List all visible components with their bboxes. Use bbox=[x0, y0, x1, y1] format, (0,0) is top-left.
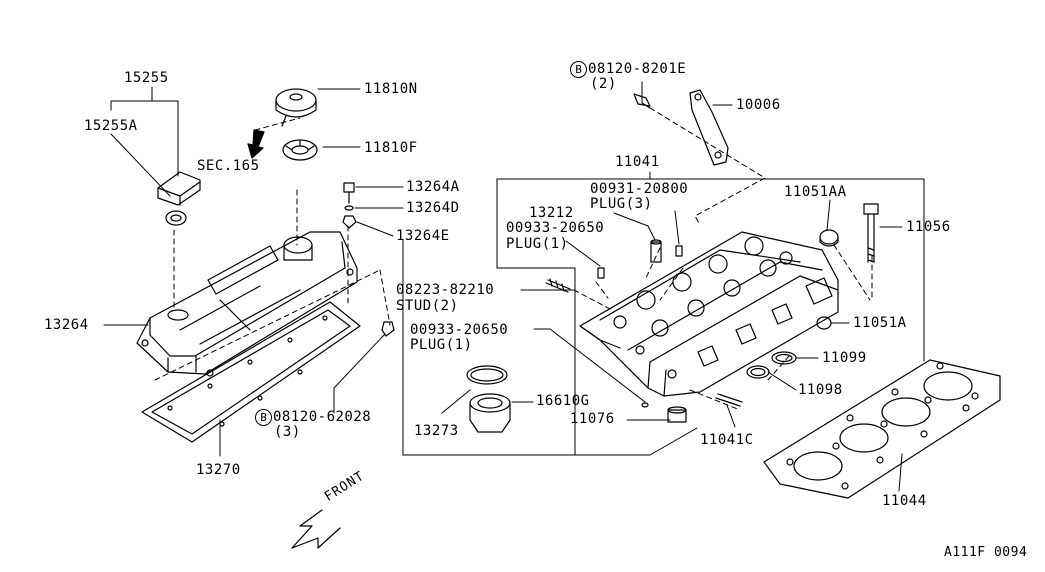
cover-fasteners bbox=[342, 182, 395, 337]
leader-lines bbox=[103, 81, 925, 492]
small-seals bbox=[641, 316, 832, 423]
injector-seals bbox=[466, 365, 511, 433]
valve-cover bbox=[136, 231, 358, 377]
bolt-62028-number: 08120-62028 bbox=[273, 409, 372, 425]
label-11099: 11099 bbox=[822, 350, 867, 366]
oil-filler-cap bbox=[157, 171, 201, 226]
dashed-lines bbox=[154, 107, 873, 411]
head-bolt bbox=[863, 203, 879, 263]
label-bolt-8201e-qty: (2) bbox=[590, 76, 617, 92]
label-15255a: 15255A bbox=[84, 118, 138, 134]
front-arrow bbox=[291, 509, 341, 549]
reference-code: A111F 0094 bbox=[944, 545, 1028, 560]
breather-parts bbox=[275, 88, 318, 161]
label-13212: 13212 bbox=[529, 205, 574, 221]
engine-bracket bbox=[633, 89, 729, 166]
label-10006: 10006 bbox=[736, 97, 781, 113]
label-sec165: SEC.165 bbox=[197, 158, 260, 174]
cylinder-head bbox=[579, 231, 839, 397]
label-11810n: 11810N bbox=[364, 81, 418, 97]
label-bolt-62028-qty: (3) bbox=[274, 424, 301, 440]
bolt-b-icon: B bbox=[255, 409, 272, 426]
section-arrow bbox=[247, 129, 265, 159]
label-16610g: 16610G bbox=[536, 393, 590, 409]
label-11810f: 11810F bbox=[364, 140, 418, 156]
label-11098: 11098 bbox=[798, 382, 843, 398]
label-13270: 13270 bbox=[196, 462, 241, 478]
label-plug-20650-a-note: PLUG(1) bbox=[506, 236, 569, 252]
label-11041: 11041 bbox=[615, 154, 660, 170]
label-stud-part: 08223-82210 bbox=[396, 282, 495, 298]
label-plug-20650-b: 00933-20650 bbox=[410, 322, 509, 338]
label-plug-20800: 00931-20800 bbox=[590, 181, 689, 197]
label-13273: 13273 bbox=[414, 423, 459, 439]
label-11051a: 11051A bbox=[853, 315, 907, 331]
bolt-b-icon: B bbox=[570, 61, 587, 78]
cover-gasket bbox=[141, 301, 361, 443]
label-11076: 11076 bbox=[570, 411, 615, 427]
cup-plug bbox=[819, 229, 839, 247]
bolt-8201e-number: 08120-8201E bbox=[588, 61, 687, 77]
label-stud-note: STUD(2) bbox=[396, 298, 459, 314]
label-11056: 11056 bbox=[906, 219, 951, 235]
label-15255: 15255 bbox=[124, 70, 169, 86]
label-plug-20650-a: 00933-20650 bbox=[506, 220, 605, 236]
head-gasket bbox=[763, 359, 1001, 499]
label-11051aa: 11051AA bbox=[784, 184, 847, 200]
label-13264a: 13264A bbox=[406, 179, 460, 195]
label-plug-20800-note: PLUG(3) bbox=[590, 196, 653, 212]
label-13264e: 13264E bbox=[396, 228, 450, 244]
head-plugs bbox=[545, 239, 683, 293]
label-13264d: 13264D bbox=[406, 200, 460, 216]
label-11044: 11044 bbox=[882, 493, 927, 509]
label-11041c: 11041C bbox=[700, 432, 754, 448]
label-13264: 13264 bbox=[44, 317, 89, 333]
label-plug-20650-b-note: PLUG(1) bbox=[410, 337, 473, 353]
